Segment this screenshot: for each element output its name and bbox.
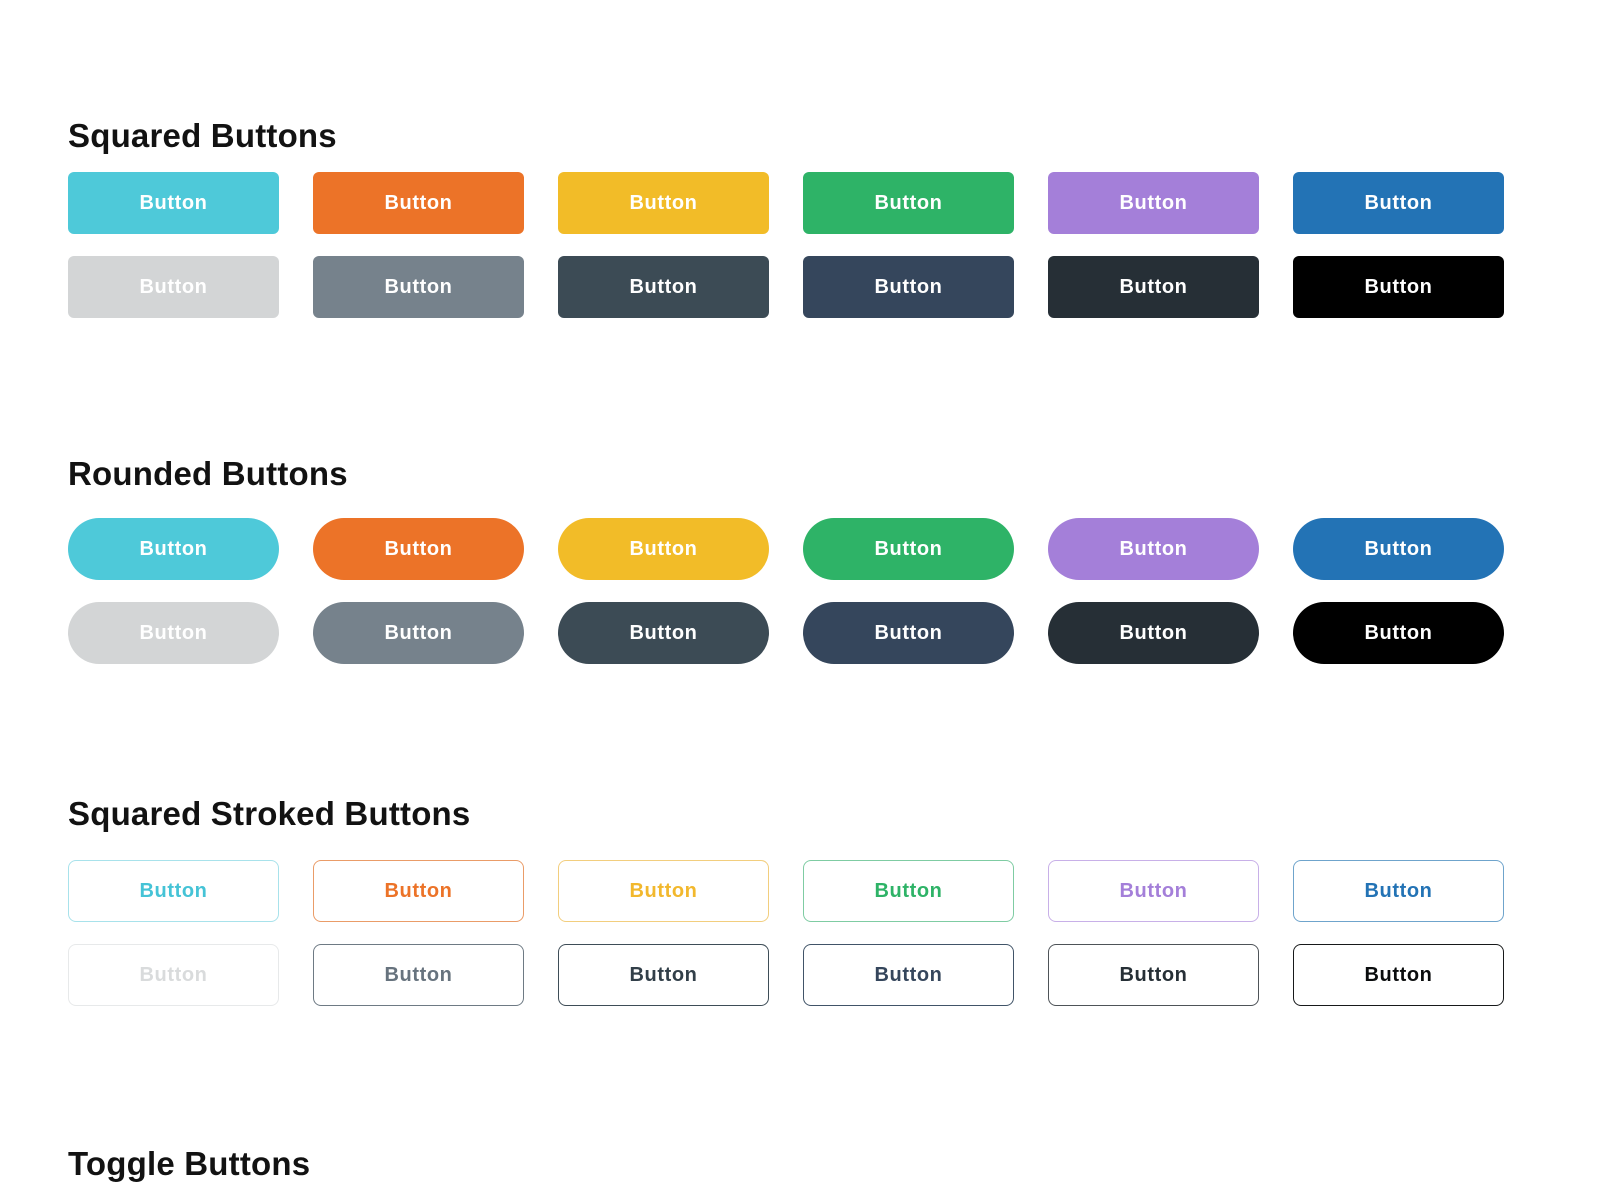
squared-button-green[interactable]: Button [803,172,1014,234]
rounded-button-black[interactable]: Button [1293,602,1504,664]
squared-stroked-button-gray[interactable]: Button [313,944,524,1006]
rounded-button-orange[interactable]: Button [313,518,524,580]
squared-stroked-button-black[interactable]: Button [1293,944,1504,1006]
rounded-button-green[interactable]: Button [803,518,1014,580]
squared-stroked-button-purple[interactable]: Button [1048,860,1259,922]
rounded-button-yellow[interactable]: Button [558,518,769,580]
squared-button-purple[interactable]: Button [1048,172,1259,234]
squared-stroked-button-green[interactable]: Button [803,860,1014,922]
squared-button-orange[interactable]: Button [313,172,524,234]
section-title-toggle-buttons: Toggle Buttons [68,1145,311,1183]
rounded-button-gray[interactable]: Button [313,602,524,664]
rounded-button-light-gray[interactable]: Button [68,602,279,664]
squared-stroked-button-slate[interactable]: Button [558,944,769,1006]
rounded-button-blue[interactable]: Button [1293,518,1504,580]
section-title-squared-stroked-buttons: Squared Stroked Buttons [68,795,471,833]
squared-button-charcoal[interactable]: Button [1048,256,1259,318]
squared-stroked-button-yellow[interactable]: Button [558,860,769,922]
squared-stroked-button-charcoal[interactable]: Button [1048,944,1259,1006]
squared-button-blue[interactable]: Button [1293,172,1504,234]
rounded-button-slate[interactable]: Button [558,602,769,664]
section-title-squared-buttons: Squared Buttons [68,117,337,155]
squared-button-slate[interactable]: Button [558,256,769,318]
rounded-button-navy[interactable]: Button [803,602,1014,664]
squared-button-black[interactable]: Button [1293,256,1504,318]
squared-button-gray[interactable]: Button [313,256,524,318]
squared-button-navy[interactable]: Button [803,256,1014,318]
squared-button-light-gray[interactable]: Button [68,256,279,318]
squared-stroked-button-orange[interactable]: Button [313,860,524,922]
section-title-rounded-buttons: Rounded Buttons [68,455,348,493]
squared-stroked-button-blue[interactable]: Button [1293,860,1504,922]
rounded-button-charcoal[interactable]: Button [1048,602,1259,664]
squared-stroked-button-light-gray[interactable]: Button [68,944,279,1006]
rounded-button-purple[interactable]: Button [1048,518,1259,580]
squared-stroked-button-cyan[interactable]: Button [68,860,279,922]
squared-stroked-button-navy[interactable]: Button [803,944,1014,1006]
squared-button-yellow[interactable]: Button [558,172,769,234]
rounded-button-cyan[interactable]: Button [68,518,279,580]
squared-button-cyan[interactable]: Button [68,172,279,234]
